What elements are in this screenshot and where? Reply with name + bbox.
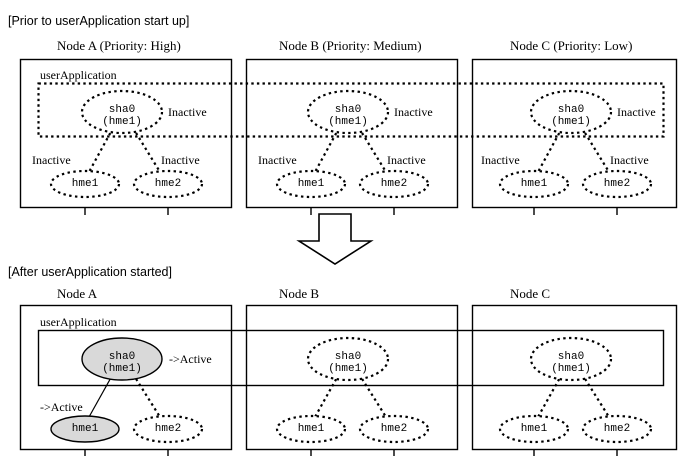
- node-a-before-links: [88, 127, 161, 173]
- section-title-before: [Prior to userApplication start up]: [8, 14, 190, 28]
- node-b-before-links: [314, 127, 387, 173]
- hme2-ellipse-a-before[interactable]: [132, 169, 204, 199]
- sha0-ellipse-c-before[interactable]: [529, 89, 613, 135]
- hme2-state-b-before: Inactive: [387, 153, 426, 167]
- hme1-ellipse-c-after[interactable]: [498, 414, 570, 444]
- hme1-ellipse-a-after[interactable]: [50, 415, 120, 443]
- sha0-ellipse-a-before[interactable]: [80, 89, 164, 135]
- sha0-ellipse-a-after[interactable]: [81, 337, 163, 381]
- link-sha0-hme2-a-after: [132, 373, 161, 418]
- sha0-state-a-before: Inactive: [168, 105, 207, 119]
- section-title-after: [After userApplication started]: [8, 265, 172, 279]
- hme1-state-b-before: Inactive: [258, 153, 297, 167]
- hme1-ellipse-c-before[interactable]: [498, 169, 570, 199]
- hme2-state-c-before: Inactive: [610, 153, 649, 167]
- node-title-a-after: Node A: [57, 286, 98, 301]
- sha0-ellipse-c-after[interactable]: [529, 336, 613, 382]
- userapplication-label-before: userApplication: [40, 68, 117, 82]
- node-c-after-links: [537, 373, 610, 418]
- hme1-state-a-before: Inactive: [32, 153, 71, 167]
- hme1-state-a-after: ->Active: [40, 400, 83, 414]
- down-arrow-icon: [296, 213, 374, 265]
- sha0-state-b-before: Inactive: [394, 105, 433, 119]
- node-stubs-after: [84, 449, 618, 456]
- hme2-ellipse-c-after[interactable]: [581, 414, 653, 444]
- link-sha0-hme1-a-after: [88, 373, 114, 418]
- hme2-ellipse-a-after[interactable]: [132, 414, 204, 444]
- hme1-ellipse-b-before[interactable]: [275, 169, 347, 199]
- node-title-c-before: Node C (Priority: Low): [510, 38, 633, 53]
- node-title-b-after: Node B: [279, 286, 320, 301]
- userapplication-boundary-before: [37, 82, 665, 138]
- node-title-c-after: Node C: [510, 286, 551, 301]
- hme1-state-c-before: Inactive: [481, 153, 520, 167]
- sha0-state-c-before: Inactive: [617, 105, 656, 119]
- hme1-ellipse-a-before[interactable]: [49, 169, 121, 199]
- hme1-ellipse-b-after[interactable]: [275, 414, 347, 444]
- node-stubs-before: [84, 207, 618, 215]
- node-c-before-links: [537, 127, 610, 173]
- hme2-ellipse-b-before[interactable]: [358, 169, 430, 199]
- hme2-ellipse-b-after[interactable]: [358, 414, 430, 444]
- node-title-a-before: Node A (Priority: High): [57, 38, 181, 53]
- userapplication-boundary-after: [37, 329, 665, 387]
- node-title-b-before: Node B (Priority: Medium): [279, 38, 422, 53]
- hme2-ellipse-c-before[interactable]: [581, 169, 653, 199]
- sha0-ellipse-b-after[interactable]: [306, 336, 390, 382]
- hme2-state-a-before: Inactive: [161, 153, 200, 167]
- userapplication-label-after: userApplication: [40, 315, 117, 329]
- sha0-ellipse-b-before[interactable]: [306, 89, 390, 135]
- node-b-after-links: [314, 373, 387, 418]
- sha0-state-a-after: ->Active: [169, 352, 212, 366]
